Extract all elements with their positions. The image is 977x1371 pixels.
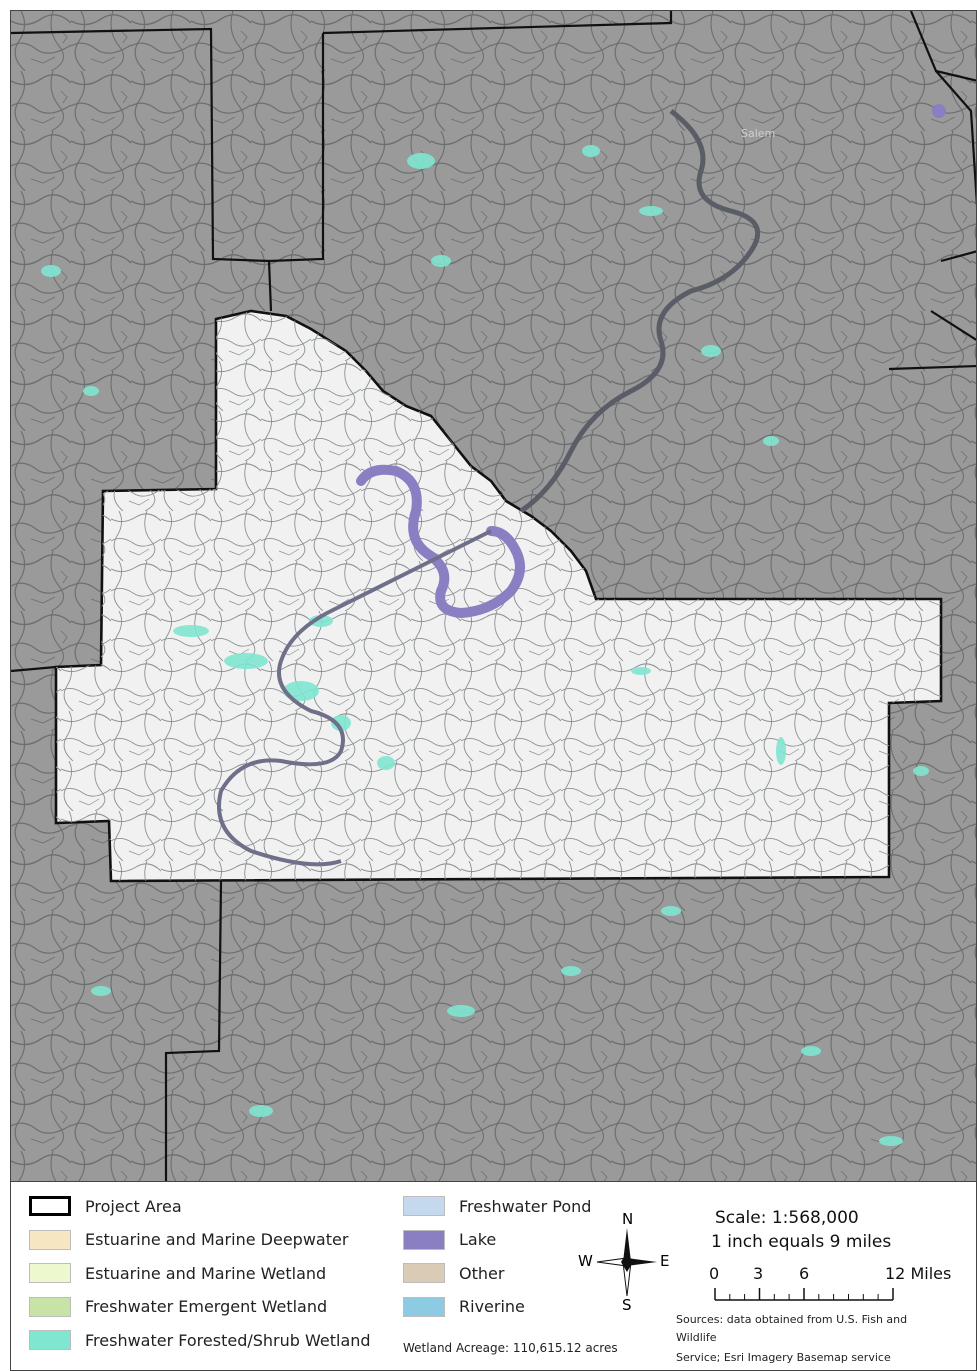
scale-bar: 0 3 6 12 Miles	[701, 1264, 971, 1314]
legend-item-b-0: Freshwater Pond	[403, 1194, 591, 1218]
legend-swatch	[403, 1263, 445, 1283]
river-main-channel	[217, 529, 492, 867]
legend-label: Freshwater Emergent Wetland	[85, 1297, 328, 1316]
legend-swatch	[29, 1296, 71, 1317]
legend-label: Riverine	[459, 1297, 525, 1316]
north-label: N	[622, 1210, 634, 1228]
compass-rose-icon	[596, 1228, 657, 1297]
sources-line-1: Sources: data obtained from U.S. Fish an…	[676, 1313, 908, 1326]
scale-ratio: Scale: 1:568,000	[715, 1208, 859, 1228]
legend-swatch	[403, 1296, 445, 1317]
legend-swatch	[29, 1229, 71, 1250]
legend-label: Freshwater Forested/Shrub Wetland	[85, 1330, 371, 1350]
legend-label: Project Area	[85, 1196, 182, 1216]
wetland-patches	[41, 145, 929, 1146]
scale-equivalence: 1 inch equals 9 miles	[711, 1232, 892, 1252]
legend-item-0: Project Area	[29, 1194, 182, 1218]
scale-tick-3: 3	[753, 1264, 764, 1283]
lake-marker-ne	[932, 104, 946, 118]
legend-item-2: Estuarine and Marine Wetland	[29, 1261, 326, 1285]
sources-line-2: Wildlife	[676, 1331, 717, 1344]
wetland-acreage: Wetland Acreage: 110,615.12 acres	[403, 1341, 618, 1355]
place-label: Salem	[741, 127, 775, 140]
legend-item-4: Freshwater Forested/Shrub Wetland	[29, 1328, 371, 1352]
map-canvas[interactable]: Salem	[11, 11, 977, 1182]
legend-label: Lake	[459, 1230, 497, 1249]
north-arrow: N S W E	[574, 1210, 669, 1314]
legend-swatch	[403, 1229, 445, 1250]
map-frame[interactable]: Salem	[10, 10, 977, 1182]
scale-tick-12: 12 Miles	[885, 1264, 952, 1283]
scale-bar-graphic	[714, 1288, 894, 1301]
legend-item-b-1: Lake	[403, 1228, 496, 1252]
sources-line-3: Service; Esri Imagery Basemap service	[676, 1351, 891, 1364]
legend-label: Estuarine and Marine Deepwater	[85, 1230, 349, 1249]
scale-tick-0: 0	[709, 1264, 720, 1283]
legend-item-1: Estuarine and Marine Deepwater	[29, 1228, 348, 1252]
legend-label: Estuarine and Marine Wetland	[85, 1263, 327, 1283]
legend-swatch	[29, 1330, 71, 1350]
legend-label: Other	[459, 1263, 505, 1283]
legend-swatch	[403, 1196, 445, 1216]
legend-item-b-3: Riverine	[403, 1295, 525, 1319]
east-label: E	[660, 1252, 670, 1270]
legend-swatch	[29, 1196, 71, 1216]
scale-tick-6: 6	[799, 1264, 810, 1283]
west-label: W	[578, 1252, 593, 1270]
legend-item-3: Freshwater Emergent Wetland	[29, 1295, 327, 1319]
south-label: S	[622, 1296, 632, 1314]
legend-label: Freshwater Pond	[459, 1196, 592, 1216]
river-north	[519, 109, 761, 514]
county-boundaries	[11, 11, 976, 1181]
lake-river	[356, 464, 525, 619]
legend-swatch	[29, 1263, 71, 1283]
legend-item-b-2: Other	[403, 1261, 504, 1285]
